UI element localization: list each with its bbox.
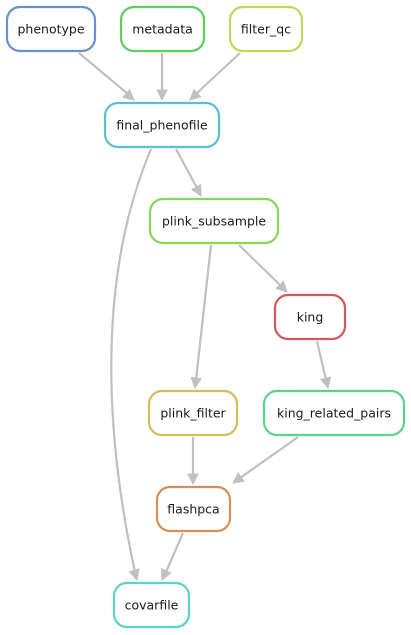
node-final-phenofile[interactable]: final_phenofile xyxy=(103,101,221,149)
arrowhead-icon xyxy=(122,88,135,101)
node-phenotype[interactable]: phenotype xyxy=(5,5,97,53)
node-label: filter_qc xyxy=(241,22,291,37)
arrowhead-icon xyxy=(190,184,202,197)
node-box[interactable] xyxy=(155,485,232,533)
arrowhead-icon xyxy=(128,568,140,582)
node-label: metadata xyxy=(132,22,193,37)
edge-line xyxy=(110,148,153,573)
node-label: phenotype xyxy=(17,22,84,37)
node-box[interactable] xyxy=(273,293,347,341)
edge-line xyxy=(78,52,129,95)
node-label: king_related_pairs xyxy=(277,406,391,421)
node-box[interactable] xyxy=(112,581,191,629)
node-covarfile[interactable]: covarfile xyxy=(112,581,191,629)
edge-king_related_pairs-to-flashpca xyxy=(232,436,299,484)
edge-final_phenofile-to-plink_subsample xyxy=(175,148,202,197)
edge-line xyxy=(175,148,198,189)
edge-plink_subsample-to-king xyxy=(238,244,288,293)
node-filter-qc[interactable]: filter_qc xyxy=(228,5,304,53)
edge-final_phenofile-to-covarfile xyxy=(110,148,153,582)
arrowhead-icon xyxy=(156,89,168,102)
arrowhead-icon xyxy=(189,88,202,101)
nodes-layer: phenotype metadata filter_qc final_phenofil… xyxy=(5,5,406,629)
node-box[interactable] xyxy=(228,5,304,53)
node-box[interactable] xyxy=(103,101,221,149)
node-plink-filter[interactable]: plink_filter xyxy=(147,389,239,437)
node-label: plink_filter xyxy=(160,406,226,421)
arrowhead-icon xyxy=(232,472,245,484)
node-flashpca[interactable]: flashpca xyxy=(155,485,232,533)
edge-king-to-king_related_pairs xyxy=(315,340,332,390)
node-label: final_phenofile xyxy=(116,118,208,133)
node-label: flashpca xyxy=(167,502,219,517)
node-king-related-pairs[interactable]: king_related_pairs xyxy=(262,389,406,437)
edge-line xyxy=(238,244,282,287)
arrowhead-icon xyxy=(319,376,332,390)
edge-phenotype-to-final_phenofile xyxy=(78,52,135,101)
edge-line xyxy=(195,52,241,95)
edge-line xyxy=(315,340,328,381)
node-box[interactable] xyxy=(147,389,239,437)
arrowhead-icon xyxy=(275,280,288,293)
node-plink-subsample[interactable]: plink_subsample xyxy=(148,197,280,245)
edge-plink_filter-to-flashpca xyxy=(187,437,199,486)
node-box[interactable] xyxy=(148,197,280,245)
edge-line xyxy=(239,436,299,479)
edge-line xyxy=(194,244,213,381)
node-king[interactable]: king xyxy=(273,293,347,341)
node-box[interactable] xyxy=(119,5,206,53)
node-label: king xyxy=(297,310,324,325)
edge-flashpca-to-covarfile xyxy=(160,532,185,582)
arrowhead-icon xyxy=(190,376,202,390)
edge-line xyxy=(164,532,185,573)
edges-layer xyxy=(78,52,332,582)
edge-metadata-to-final_phenofile xyxy=(156,53,168,102)
arrowhead-icon xyxy=(187,473,199,486)
arrowhead-icon xyxy=(160,568,172,582)
edge-plink_subsample-to-plink_filter xyxy=(190,244,213,390)
node-metadata[interactable]: metadata xyxy=(119,5,206,53)
node-box[interactable] xyxy=(5,5,97,53)
edge-filter_qc-to-final_phenofile xyxy=(189,52,241,101)
node-label: plink_subsample xyxy=(162,214,266,229)
node-box[interactable] xyxy=(262,389,406,437)
node-label: covarfile xyxy=(125,598,179,613)
